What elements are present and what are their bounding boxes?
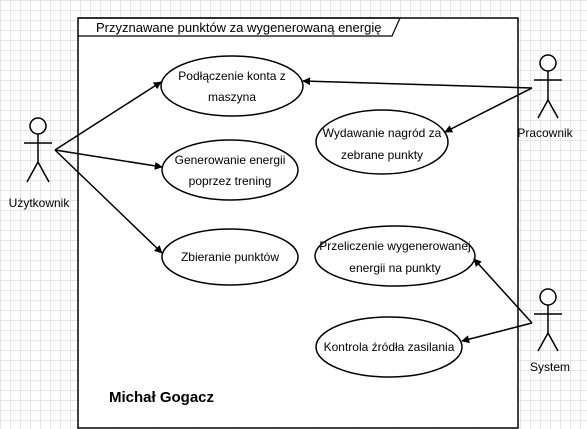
use-case-generate-energy: Generowanie energii poprzez trening: [161, 139, 299, 201]
use-case-label-line2: energii na punkty: [349, 261, 440, 275]
use-case-label-line1: Przeliczenie wygenerowanej: [319, 239, 470, 253]
use-case-label-line1: Podłączenie konta z: [178, 69, 285, 83]
use-case-collect-points: Zbieranie punktów: [161, 228, 299, 286]
actor-user-figure: [24, 117, 52, 183]
actor-employee-figure: [534, 54, 562, 119]
use-case-label-line2: zebrane punkty: [341, 148, 423, 162]
association-user-collect-points: [54, 149, 163, 254]
actor-system-label: System: [530, 360, 570, 374]
use-case-connect-account: Podłączenie konta z maszyna: [160, 55, 304, 117]
use-case-issue-rewards: Wydawanie nagród za zebrane punkty: [315, 109, 449, 175]
use-case-label-line1: Wydawanie nagród za: [323, 126, 442, 140]
use-case-power-control: Kontrola źródła zasilania: [315, 316, 463, 378]
title-tab: [78, 17, 401, 37]
use-case-label-line2: poprzez trening: [189, 174, 272, 188]
association-employee-issue-rewards: [444, 87, 533, 133]
association-employee-connect-account: [302, 77, 533, 89]
use-case-label: Zbieranie punktów: [181, 250, 279, 264]
actor-system-figure: [534, 288, 562, 352]
association-user-connect-account: [54, 81, 162, 151]
use-case-label-line2: maszyna: [208, 90, 256, 104]
association-system-convert-energy: [473, 258, 533, 324]
author-name: Michał Gogacz: [109, 389, 214, 406]
use-case-label: Kontrola źródła zasilania: [324, 340, 455, 354]
actor-employee-label: Pracownik: [517, 126, 573, 140]
association-user-generate-energy: [54, 149, 163, 170]
diagram-title: Przyznawane punktów za wygenerowaną ener…: [96, 20, 381, 35]
actor-user-label: Użytkownik: [9, 196, 71, 210]
association-system-power-control: [461, 322, 533, 344]
use-case-label-line1: Generowanie energii: [175, 153, 286, 167]
use-case-convert-energy: Przeliczenie wygenerowanej energii na pu…: [314, 225, 476, 287]
